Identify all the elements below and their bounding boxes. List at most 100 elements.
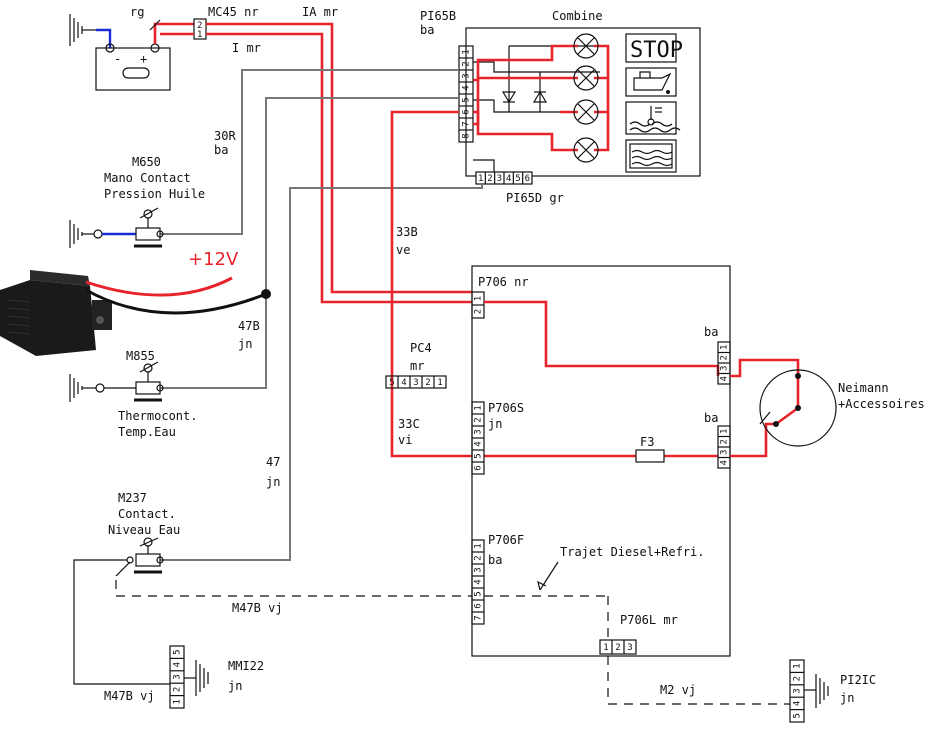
p706l-pin-2: 2 [615,643,620,653]
combine-label: Combine [552,9,603,23]
p165b-label: PI65B [420,9,456,23]
ba_mid-pin-3: 3 [720,450,730,455]
p121c-pin-4: 4 [793,701,803,706]
mc45-label: MC45 nr [208,5,259,19]
wire-47b [265,97,459,290]
battery-minus-label: - [114,52,121,66]
p706f-pin-6: 6 [474,603,484,608]
mm122-pin-5: 5 [173,649,183,654]
p121c-col-label: jn [840,691,854,705]
fuse-f3-icon [635,449,665,463]
pc4-label: PC4 [410,341,432,355]
p165b-pin-6: 6 [462,109,472,114]
warning-lamp-4-icon [573,137,599,163]
svg-text:2: 2 [197,21,202,31]
p165d-pin-4: 4 [506,174,511,184]
ba_top-pin-1: 1 [720,345,730,350]
battery-icon: - + [95,43,171,91]
p165d-pin-1: 1 [478,174,483,184]
neimann-line2: +Accessoires [838,397,925,411]
p706f-label: P706F [488,533,524,547]
f3-label: F3 [640,435,654,449]
p706l-pin-1: 1 [603,643,608,653]
r30-label: 30R [214,129,236,143]
p706f-pin-1: 1 [474,543,484,548]
ba1-label: ba [704,325,718,339]
ground-symbol-mm122 [184,660,209,696]
p165d-pin-2: 2 [487,174,492,184]
wire-30r [160,69,459,235]
w47-label: 47 [266,455,280,469]
wire-p706-to-ba [484,300,720,376]
dashed-route-m47b [115,580,472,597]
ground-symbol-top [69,14,96,46]
pc4-col-label: mr [410,359,424,373]
w33b-label: 33B [396,225,418,239]
battery-positive-wire [153,22,194,44]
p706s-pin-5: 5 [474,453,484,458]
p706s-pin-3: 3 [474,429,484,434]
p706l-label: P706L mr [620,613,678,627]
mm122-pin-3: 3 [173,674,183,679]
p706f-pin-4: 4 [474,579,484,584]
p121c-label: PI2IC [840,673,876,687]
pc4-pin-5: 5 [389,378,394,388]
pc4-pin-2: 2 [425,378,430,388]
p165b-col-label: ba [420,23,434,37]
coolant-temp-icon [625,101,681,135]
main-module-box [471,265,731,657]
p706s-pin-1: 1 [474,405,484,410]
p165d-pin-3: 3 [497,174,502,184]
ba_top-pin-4: 4 [720,376,730,381]
p706f-pin-5: 5 [474,591,484,596]
w47b-col-label: jn [238,337,252,351]
m855-line2: Temp.Eau [118,425,176,439]
imr-label: I mr [232,41,261,55]
plus12v-label: +12V [188,249,239,270]
dashed-route-m2 [607,656,790,705]
m650-line2: Pression Huile [104,187,205,201]
p706s-pin-4: 4 [474,441,484,446]
wire-47 [160,184,483,561]
pc4-pin-1: 1 [437,378,442,388]
p165b-pin-3: 3 [462,73,472,78]
p121c-pin-1: 1 [793,663,803,668]
p165d-pin-6: 6 [525,174,530,184]
pc4-pin-4: 4 [401,378,406,388]
m237-line1: Contact. [118,507,176,521]
p165b-pin-1: 1 [462,49,472,54]
mm122-pin-1: 1 [173,699,183,704]
mc45-connector [193,18,207,40]
wire-33b [390,110,472,458]
battery-plus-label: + [140,52,147,66]
battery-negative-wire [96,28,112,48]
wire-m237-mm122 [73,559,170,685]
w33c-label: 33C [398,417,420,431]
p706s-pin-6: 6 [474,465,484,470]
p706s-label: P706S [488,401,524,415]
p706f-pin-3: 3 [474,567,484,572]
p706f-pin-7: 7 [474,615,484,620]
ba_mid-pin-2: 2 [720,439,730,444]
wire-ia-1 [206,22,472,294]
p165d-label: PI65D gr [506,191,564,205]
ba2-label: ba [704,411,718,425]
ba_mid-pin-1: 1 [720,429,730,434]
p165d-pin-5: 5 [515,174,520,184]
pc4-pin-3: 3 [413,378,418,388]
p706s-col-label: jn [488,417,502,431]
m650-line1: Mano Contact [104,171,191,185]
warning-lamp-3-icon [573,99,599,125]
p706s-pin-2: 2 [474,417,484,422]
w33b-col-label: ve [396,243,410,257]
wire-neimann-2 [730,422,776,458]
p706f-col-label: ba [488,553,502,567]
